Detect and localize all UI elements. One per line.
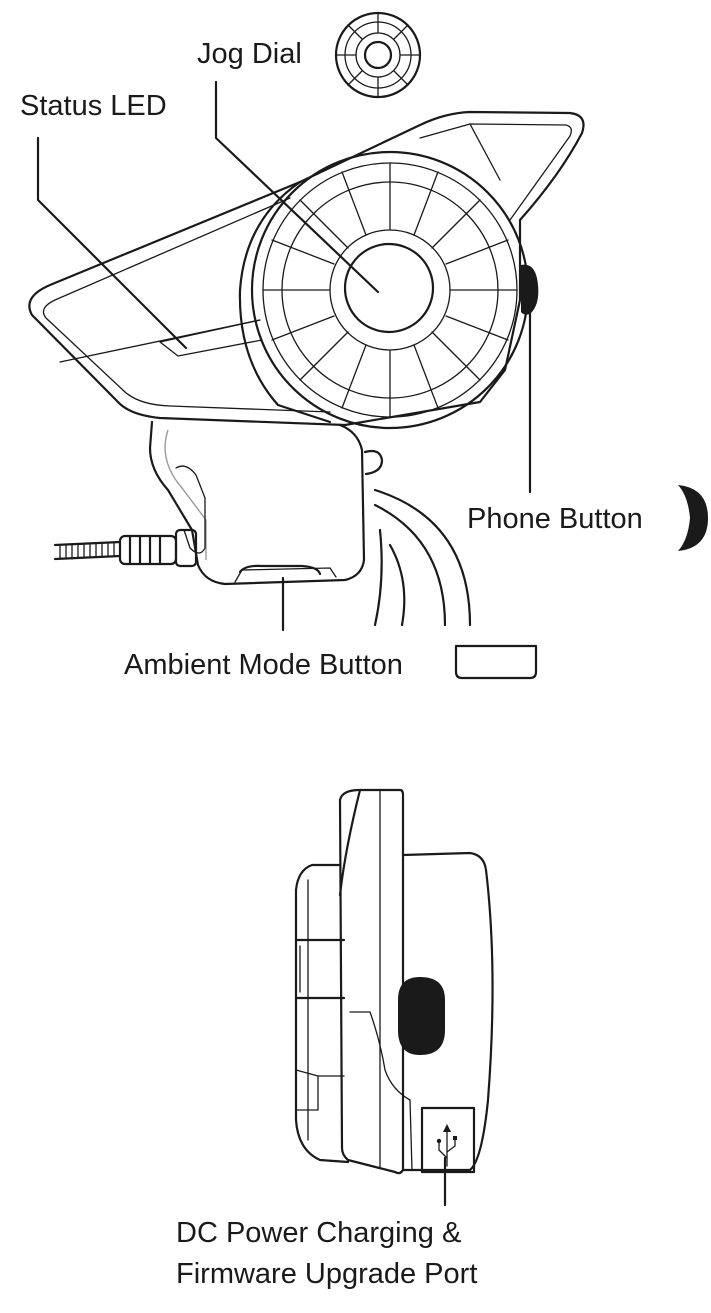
label-status-led: Status LED [20,90,167,122]
side-button[interactable] [398,977,445,1055]
label-jog-dial: Jog Dial [197,38,302,70]
phone-button-icon [678,485,708,551]
clamp-mount [148,420,472,627]
jog-dial-icon [334,11,422,99]
microphone-cable [53,528,198,568]
label-dc-port-line1: DC Power Charging & [176,1217,461,1249]
leader-lines-top [36,80,532,632]
phone-button[interactable] [521,264,539,315]
headset-body [28,110,585,430]
label-phone-button: Phone Button [467,503,643,535]
usb-icon [436,1124,457,1167]
headset-side-view [294,788,494,1175]
label-ambient-mode-button: Ambient Mode Button [124,649,403,681]
ambient-button-icon [454,644,538,680]
label-dc-port-line2: Firmware Upgrade Port [176,1258,477,1290]
